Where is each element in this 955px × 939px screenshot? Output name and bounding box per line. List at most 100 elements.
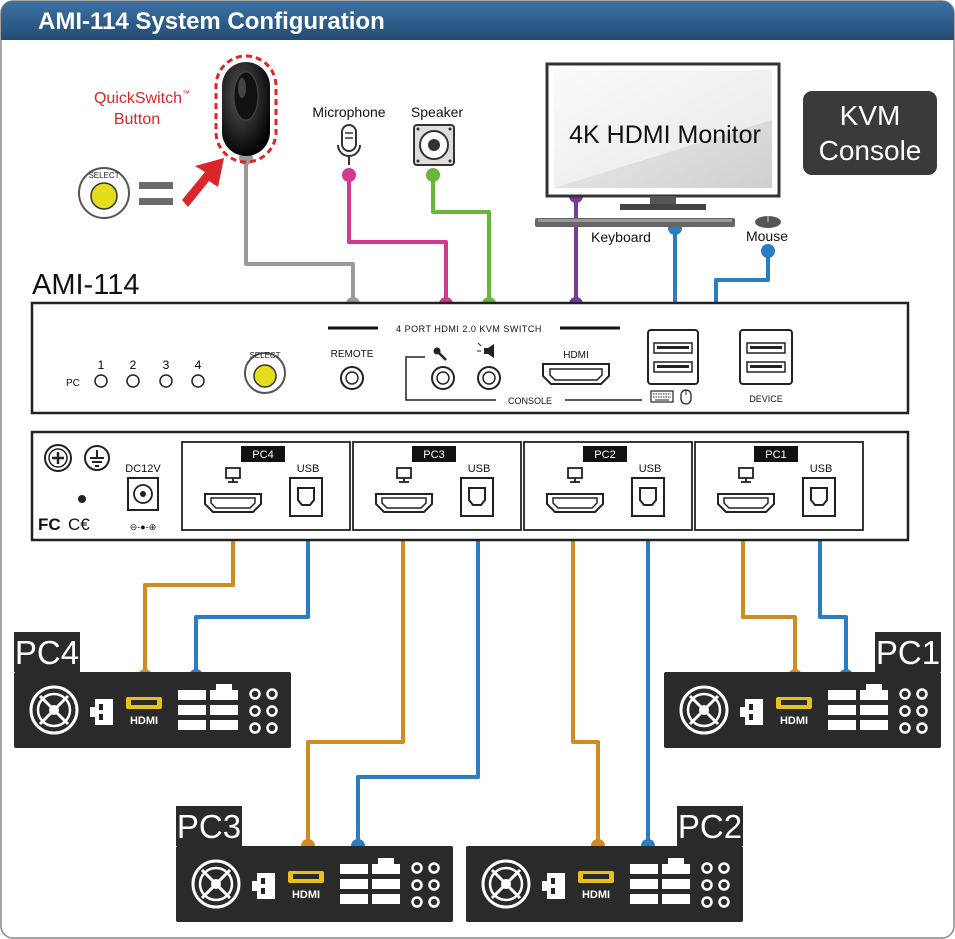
- console-label: CONSOLE: [508, 396, 552, 406]
- indicator-dot: [78, 495, 86, 503]
- audio-jacks-icon: [411, 862, 440, 908]
- hdmi-out-label: HDMI: [563, 350, 589, 361]
- hdmi-in-port: [546, 493, 604, 513]
- mic-jack: [431, 366, 455, 390]
- fan-icon: [29, 685, 79, 735]
- cable-pc1-hdmi: [741, 527, 797, 676]
- device-usb-ports: [739, 329, 793, 385]
- speaker-icon: [413, 124, 455, 166]
- quickswitch-button: [214, 54, 278, 164]
- usb-ports-icon: [178, 684, 238, 730]
- usb-ports-icon: [630, 858, 690, 904]
- rear-port-group-pc4: PC4 USB: [181, 441, 351, 531]
- front-panel: 4 PORT HDMI 2.0 KVM SWITCH PC 1 2 3 4 SE…: [30, 301, 910, 415]
- cable-pc2-hdmi: [571, 527, 600, 846]
- computer-pc1: PC1 HDMI: [664, 632, 941, 748]
- computer-pc2: PC2 HDMI: [466, 806, 743, 922]
- equals-sign: [139, 182, 173, 205]
- port-group-label: PC3: [423, 449, 444, 461]
- computer-label: PC4: [15, 634, 79, 671]
- header-bar: [1, 1, 954, 40]
- port-group-label: PC2: [594, 449, 615, 461]
- usb-ports-icon: [828, 684, 888, 730]
- cable-pc4-hdmi: [143, 527, 235, 676]
- mouse-port-icon: [680, 389, 692, 405]
- led-label: 3: [163, 358, 170, 372]
- cable-pc4-usb: [194, 527, 310, 676]
- usb-b-port: [289, 477, 323, 517]
- usb-label: USB: [468, 463, 491, 475]
- cables: [143, 158, 848, 846]
- keyboard-port-icon: [650, 390, 674, 403]
- polarity-icon: ⊖-●-⊕: [130, 522, 157, 532]
- audio-jacks-icon: [899, 688, 928, 734]
- svg-text:FC: FC: [38, 515, 61, 534]
- port-group-label: PC1: [765, 449, 786, 461]
- device-name: AMI-114: [32, 269, 139, 301]
- computer-pc4: PC4 HDMI: [14, 632, 291, 748]
- kvm-console-line2: Console: [819, 135, 922, 166]
- red-arrow-icon: [182, 158, 224, 207]
- keyboard-label: Keyboard: [591, 229, 651, 245]
- power-jack: ⊖-●-⊕: [127, 477, 159, 532]
- led-label: 1: [98, 358, 105, 372]
- rear-port-group-pc3: PC3 USB: [352, 441, 522, 531]
- usb-b-port: [631, 477, 665, 517]
- rear-port-group-pc1: PC1 USB: [694, 441, 864, 531]
- power-label: DC12V: [125, 463, 161, 475]
- port-group-label: PC4: [252, 449, 273, 461]
- hdmi-in-port: [375, 493, 433, 513]
- usb-ports-icon: [340, 858, 400, 904]
- front-select-label: SELECT: [249, 351, 280, 360]
- usb-label: USB: [297, 463, 320, 475]
- speaker-label: Speaker: [411, 104, 463, 120]
- speaker-jack-icon: [477, 342, 494, 358]
- select-button-illustration: SELECT: [78, 167, 130, 219]
- audio-jacks-icon: [249, 688, 278, 734]
- speaker-jack: [477, 366, 501, 390]
- usb-label: USB: [639, 463, 662, 475]
- hdmi-label: HDMI: [582, 889, 610, 901]
- hdmi-label: HDMI: [292, 889, 320, 901]
- select-label-small: SELECT: [88, 171, 119, 180]
- computer-pc3: PC3 HDMI: [176, 806, 453, 922]
- ground-symbol-icon: [84, 445, 110, 471]
- page-title: AMI-114 System Configuration: [38, 8, 385, 35]
- cable-speaker: [431, 175, 491, 304]
- fan-icon: [679, 685, 729, 735]
- rear-panel: FC C€ DC12V ⊖-●-⊕ PC4 USB PC3 USB: [30, 430, 910, 542]
- console-bracket: [405, 356, 642, 401]
- hdmi-in-port: [204, 493, 262, 513]
- mouse-icon: [755, 216, 781, 228]
- device-ports-label: DEVICE: [749, 394, 783, 404]
- microphone-label: Microphone: [312, 104, 385, 120]
- microphone-icon: [337, 124, 361, 165]
- usb-label: USB: [810, 463, 833, 475]
- fc-ce-mark-icon: FC C€: [38, 515, 90, 534]
- led-label: 4: [195, 358, 202, 372]
- led-label: 2: [130, 358, 137, 372]
- remote-jack: [340, 366, 364, 390]
- kvm-console-line1: KVM: [840, 100, 901, 131]
- mic-jack-icon: [433, 347, 447, 361]
- hdmi-label: HDMI: [780, 715, 808, 727]
- cable-pc3-usb: [356, 527, 480, 846]
- cable-quickswitch: [244, 158, 355, 304]
- pc-led-label: PC: [66, 378, 80, 389]
- ground-screw-icon: [44, 444, 72, 472]
- quickswitch-label-2: Button: [114, 111, 160, 128]
- led-indicator: [126, 374, 140, 388]
- quickswitch-label-1: QuickSwitch™: [94, 89, 190, 107]
- usb-b-port: [802, 477, 836, 517]
- led-indicator: [159, 374, 173, 388]
- console-usb-ports: [647, 329, 699, 385]
- fan-icon: [191, 859, 241, 909]
- usb-b-port: [460, 477, 494, 517]
- rear-port-group-pc2: PC2 USB: [523, 441, 693, 531]
- svg-text:C€: C€: [68, 515, 90, 534]
- front-panel-title: 4 PORT HDMI 2.0 KVM SWITCH: [396, 324, 542, 334]
- pc-leds: 1 2 3 4: [94, 358, 205, 388]
- hdmi-in-port: [717, 493, 775, 513]
